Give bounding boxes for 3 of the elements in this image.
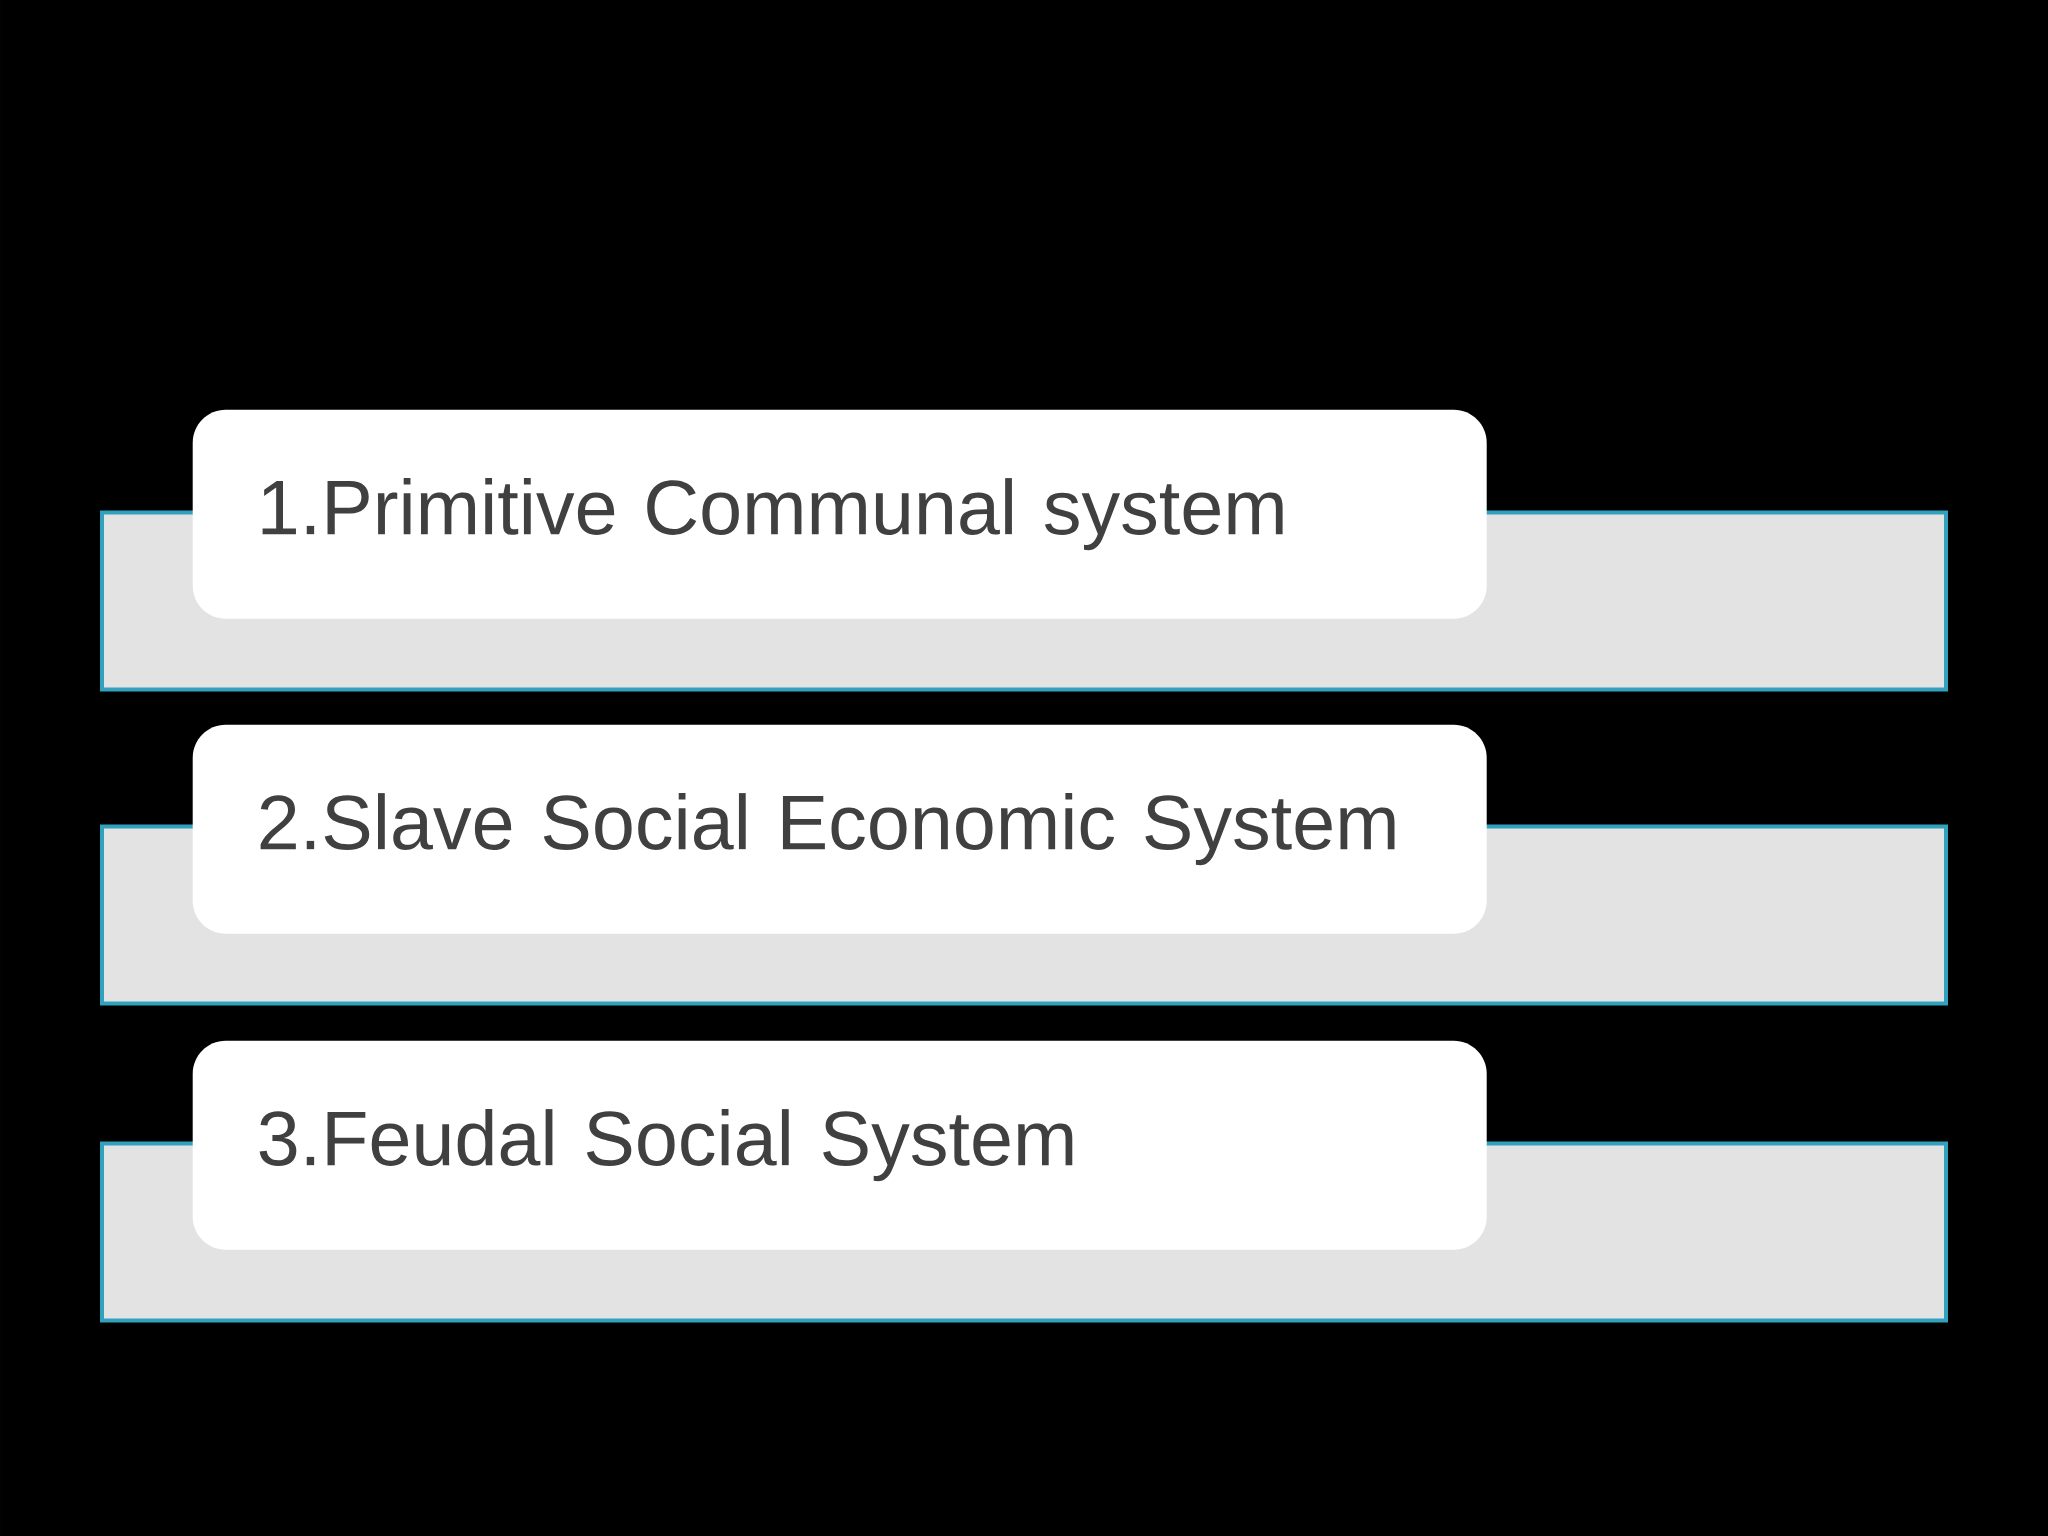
text-box: 3.Feudal Social System: [192, 1040, 1487, 1250]
text-box: 1.Primitive Communal system: [192, 409, 1487, 619]
text-box: 2.Slave Social Economic System: [192, 724, 1487, 934]
